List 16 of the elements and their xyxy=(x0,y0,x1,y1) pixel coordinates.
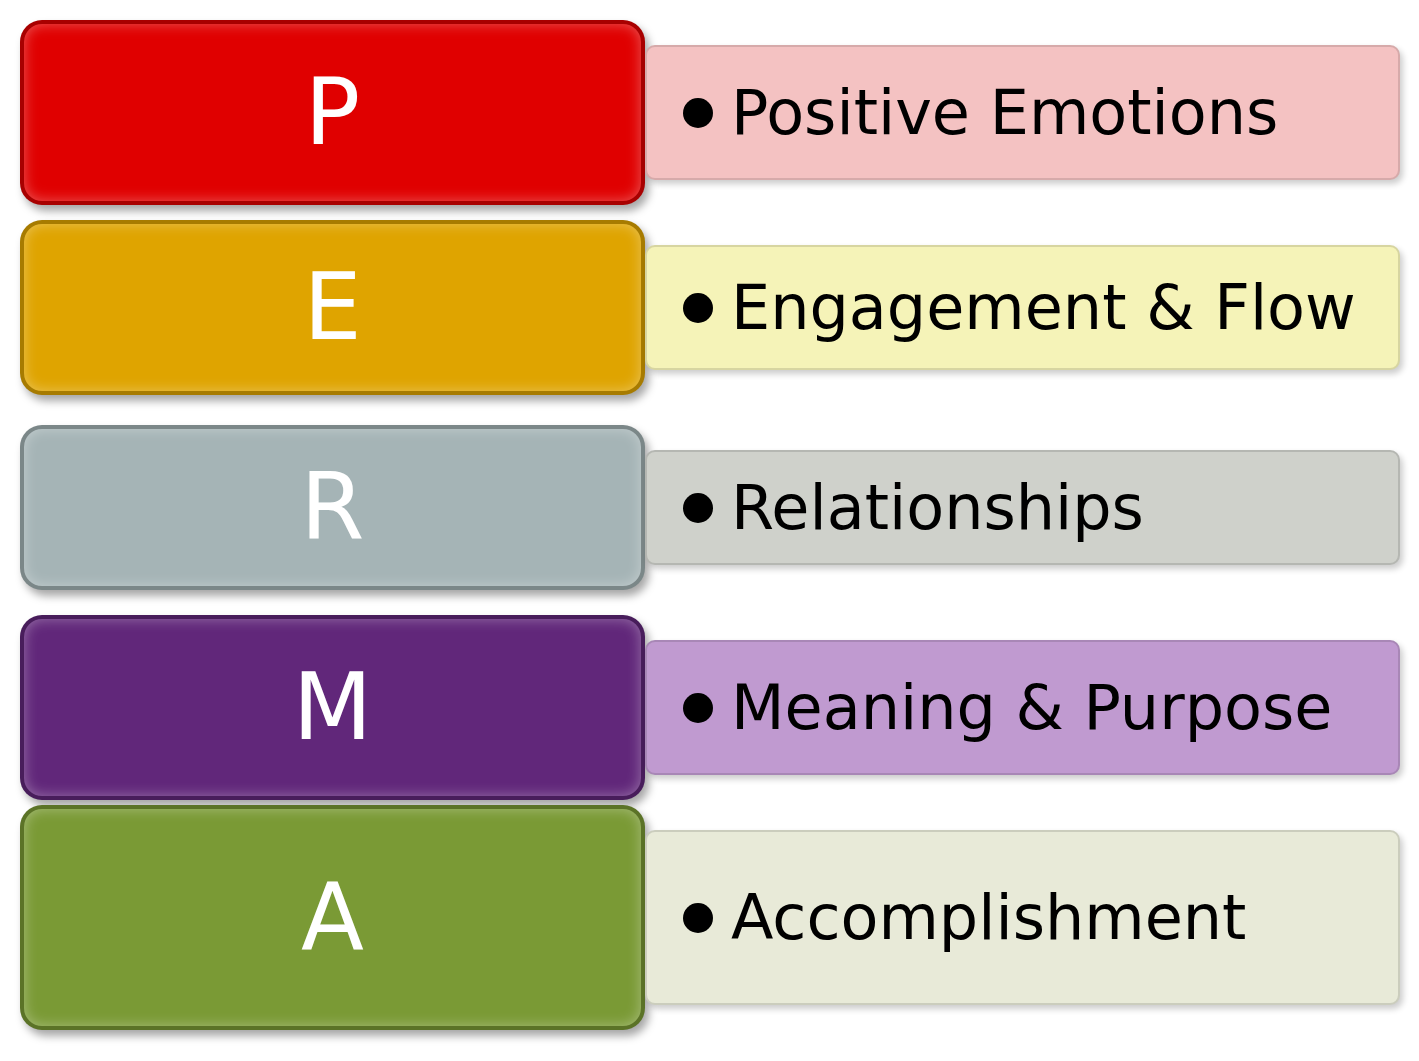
label-bar xyxy=(645,450,1400,565)
letter-text: A xyxy=(301,871,364,964)
letter-text: M xyxy=(292,661,373,754)
letter-tile xyxy=(20,615,645,800)
letter-tile xyxy=(20,805,645,1030)
letter-text: P xyxy=(304,66,361,159)
label-bar xyxy=(645,830,1400,1005)
letter-text: E xyxy=(303,261,362,354)
letter-tile xyxy=(20,20,645,205)
label-bar xyxy=(645,245,1400,370)
label-bar xyxy=(645,640,1400,775)
letter-tile xyxy=(20,425,645,590)
label-text: Positive Emotions xyxy=(731,81,1279,144)
label-bar xyxy=(645,45,1400,180)
letter-tile xyxy=(20,220,645,395)
letter-text: R xyxy=(300,461,365,554)
